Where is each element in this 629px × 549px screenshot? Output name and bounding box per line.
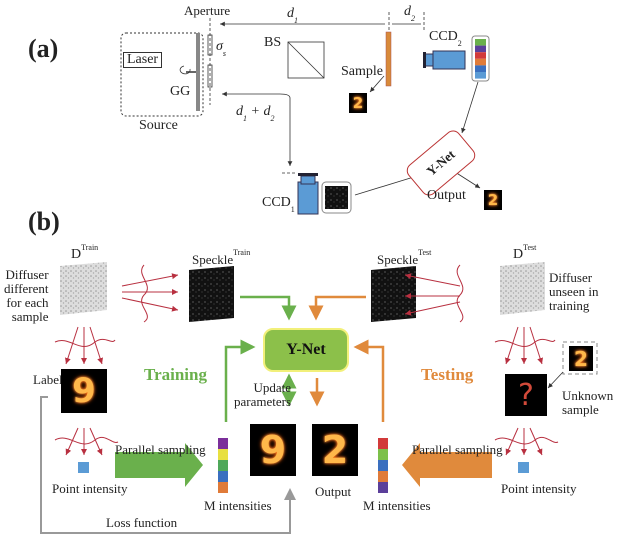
diffuser-train — [60, 262, 107, 315]
panel-b-label: (b) — [28, 207, 60, 236]
sample-plate — [385, 31, 392, 87]
parallel-sampling-test: Parallel sampling — [412, 442, 503, 457]
bucket-segment — [475, 58, 486, 66]
m-intensity-segment — [378, 471, 388, 482]
diffuser-test — [500, 262, 545, 315]
point-intensity-test-label: Point intensity — [501, 481, 577, 496]
beam-splitter — [287, 41, 325, 79]
m-intensity-segment — [378, 449, 388, 460]
unknown-digit: 2 — [569, 346, 593, 371]
m-intensity-segment — [218, 449, 228, 460]
d1-plus-d2-label: d1 + d2 — [236, 104, 275, 123]
unknown-sample-frame — [562, 341, 598, 375]
bucket-segment — [475, 39, 486, 46]
d2-label: d2 — [404, 4, 415, 23]
ground-glass — [196, 33, 200, 111]
ccd1-label: CCD1 — [262, 195, 295, 214]
aperture-label: Aperture — [184, 3, 231, 18]
panel-a-label: (a) — [28, 34, 59, 63]
speckle-train-label: SpeckleTrain — [192, 248, 251, 267]
d-test-label: DTest — [513, 243, 537, 262]
label-digit: 9 — [61, 369, 107, 413]
m-intensity-segment — [218, 482, 228, 493]
parallel-arrow-test — [402, 443, 492, 487]
output-label-a: Output — [427, 188, 466, 203]
bucket-segment — [475, 72, 486, 79]
parallel-arrow-train — [115, 443, 203, 487]
point-intensity-train — [78, 462, 89, 473]
train-output-digit: 9 — [250, 424, 296, 476]
d1-label: d1 — [287, 6, 298, 25]
m-intensity-segment — [378, 438, 388, 449]
output-digit-a: 2 — [484, 190, 502, 210]
loss-function-label: Loss function — [106, 515, 178, 530]
bs-label: BS — [264, 35, 282, 50]
m-intensity-segment — [218, 460, 228, 471]
point-intensity-train-label: Point intensity — [52, 481, 128, 496]
parallel-sampling-train: Parallel sampling — [115, 442, 206, 457]
bucket-segment — [475, 65, 486, 72]
output-label-b: Output — [315, 484, 352, 499]
label-text: Label — [33, 372, 63, 387]
speckle-train-img — [189, 266, 234, 322]
speckle-test-label: SpeckleTest — [377, 248, 432, 267]
m-intensities-test-label: M intensities — [363, 498, 431, 513]
m-intensity-segment — [218, 438, 228, 449]
question-mark: ? — [505, 374, 547, 416]
m-intensity-segment — [218, 471, 228, 482]
d-train-label: DTrain — [71, 243, 99, 262]
ynet-box-b: Y-Net — [263, 328, 349, 372]
bucket-segment — [475, 52, 486, 59]
source-label: Source — [139, 118, 178, 133]
m-intensity-segment — [378, 460, 388, 471]
testing-label: Testing — [421, 365, 474, 384]
gg-label: GG — [170, 84, 191, 99]
loss-function-line — [40, 396, 296, 534]
test-output-digit: 2 — [312, 424, 358, 476]
sigma-label: σs — [216, 39, 227, 58]
sample-label: Sample — [341, 64, 383, 79]
training-label: Training — [144, 365, 207, 384]
m-intensities-train-label: M intensities — [204, 498, 272, 513]
m-intensity-segment — [378, 482, 388, 493]
sample-digit: 2 — [349, 93, 367, 113]
d1d2-arrow — [222, 91, 291, 99]
ccd1-camera — [297, 181, 319, 215]
bucket-segment — [475, 45, 486, 53]
source-box — [120, 32, 204, 117]
ccd2-label: CCD2 — [429, 29, 462, 48]
speckle-test-img — [371, 266, 416, 322]
point-intensity-test — [518, 462, 529, 473]
ccd2-camera — [432, 50, 466, 70]
laser-box: Laser — [123, 52, 163, 68]
